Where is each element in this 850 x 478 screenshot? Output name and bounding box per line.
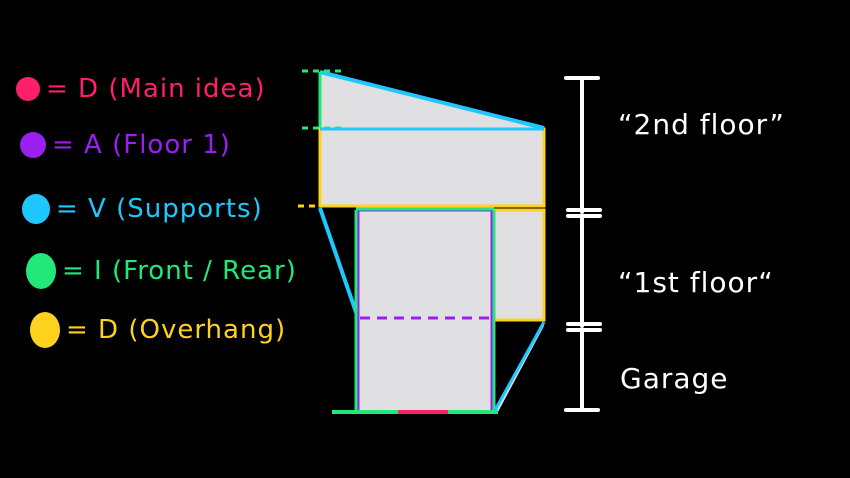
green-dot-icon xyxy=(26,253,56,289)
left-support-line xyxy=(318,207,360,319)
legend-label: = I (Front / Rear) xyxy=(62,256,297,286)
left-support-gap xyxy=(320,208,356,412)
first-floor-label: “1st floor“ xyxy=(618,266,774,299)
second-floor-box xyxy=(318,127,546,208)
legend-item-supports: = V (Supports) xyxy=(22,194,263,224)
main-tower xyxy=(356,208,494,414)
purple-dot-icon xyxy=(20,132,46,158)
legend-label: = V (Supports) xyxy=(56,194,263,224)
legend-label: = D (Main idea) xyxy=(46,74,266,104)
blue-dot-icon xyxy=(22,194,50,224)
pink-dot-icon xyxy=(16,77,40,101)
roof-support-line xyxy=(319,70,545,130)
dimension-markers xyxy=(564,76,602,412)
legend-item-overhang: = D (Overhang) xyxy=(30,312,286,348)
legend-item-floor-1: = A (Floor 1) xyxy=(20,130,231,160)
legend-label: = A (Floor 1) xyxy=(52,130,231,160)
right-support-line xyxy=(492,321,546,413)
legend-item-front-rear: = I (Front / Rear) xyxy=(26,253,297,289)
second-floor-label: “2nd floor” xyxy=(618,108,785,141)
legend-label: = D (Overhang) xyxy=(66,315,287,345)
legend-item-main-idea: = D (Main idea) xyxy=(16,74,266,104)
yellow-dot-icon xyxy=(30,312,60,348)
overhang-box xyxy=(488,208,546,322)
garage-label: Garage xyxy=(620,362,729,395)
